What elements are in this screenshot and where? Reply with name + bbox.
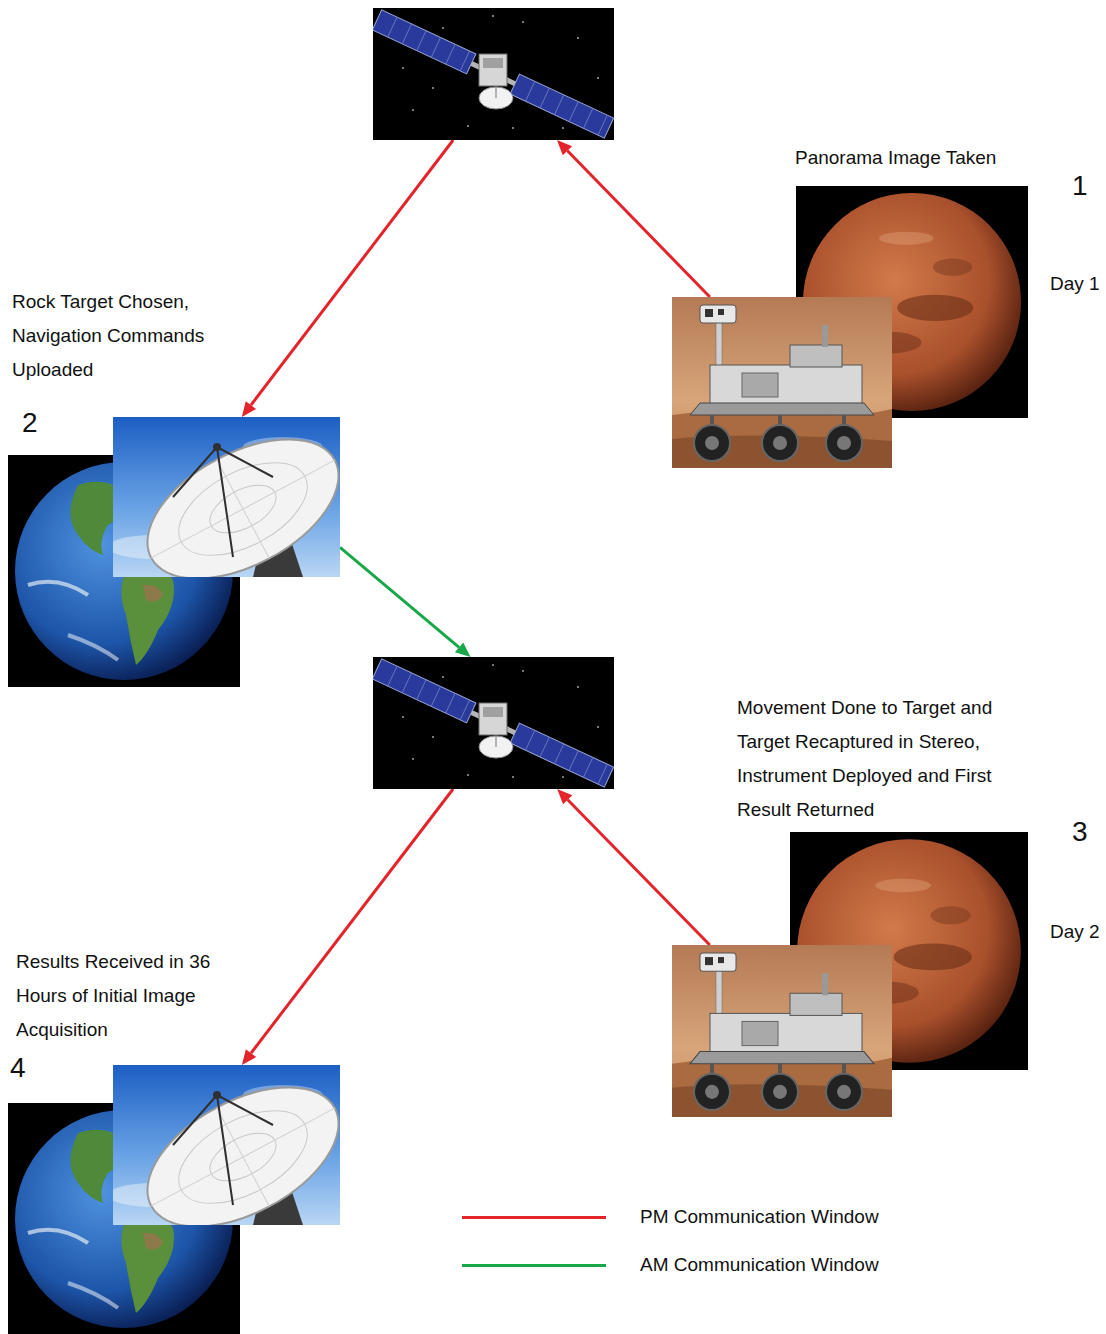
legend-text: PM Communication Window: [640, 1200, 879, 1234]
earth-dish-image: Results Received in 36 Hours of Initial …: [113, 1065, 340, 1225]
arrow-line: [568, 800, 710, 945]
arrow-line: [567, 151, 709, 297]
arrow-head: [557, 140, 572, 155]
callout-number: 2: [22, 406, 38, 440]
callout-number: 1: [1072, 169, 1088, 203]
communication-arrow: [557, 140, 710, 297]
arrow-line: [340, 547, 459, 647]
earth-dish-image: Rock Target Chosen, Navigation Commands …: [113, 417, 340, 577]
step-caption: Panorama Image Taken: [795, 141, 996, 175]
rover-picture: [672, 297, 892, 468]
arrow-head: [242, 1049, 256, 1065]
step-caption: Rock Target Chosen, Navigation Commands …: [12, 285, 247, 387]
arrow-head: [242, 401, 256, 417]
legend-line-sample: [462, 1264, 606, 1267]
mars-rover-image: Panorama Image Taken1Day 1: [672, 297, 892, 468]
callout-number: 3: [1072, 815, 1088, 849]
dish-antenna-picture: [113, 417, 340, 577]
communication-arrow: [340, 547, 471, 657]
day-label: Day 2: [1050, 915, 1100, 949]
satellite-image: [373, 8, 614, 140]
legend-line-sample: [462, 1216, 606, 1219]
satellite-image: [373, 657, 614, 789]
arrow-head: [455, 642, 471, 657]
rover-picture: [672, 945, 892, 1117]
callout-number: 4: [10, 1051, 26, 1085]
satellite-picture: [373, 8, 614, 140]
arrow-line: [251, 789, 453, 1053]
mars-rover-image: Movement Done to Target and Target Recap…: [672, 945, 892, 1117]
communication-arrow: [242, 789, 453, 1065]
arrow-head: [557, 789, 572, 804]
step-caption: Movement Done to Target and Target Recap…: [737, 691, 1037, 827]
legend-text: AM Communication Window: [640, 1248, 879, 1282]
communication-arrow: [557, 789, 710, 945]
day-label: Day 1: [1050, 267, 1100, 301]
step-caption: Results Received in 36 Hours of Initial …: [16, 945, 246, 1047]
dish-antenna-picture: [113, 1065, 340, 1225]
satellite-picture: [373, 657, 614, 789]
arrow-line: [251, 140, 453, 405]
communication-arrow: [242, 140, 453, 417]
